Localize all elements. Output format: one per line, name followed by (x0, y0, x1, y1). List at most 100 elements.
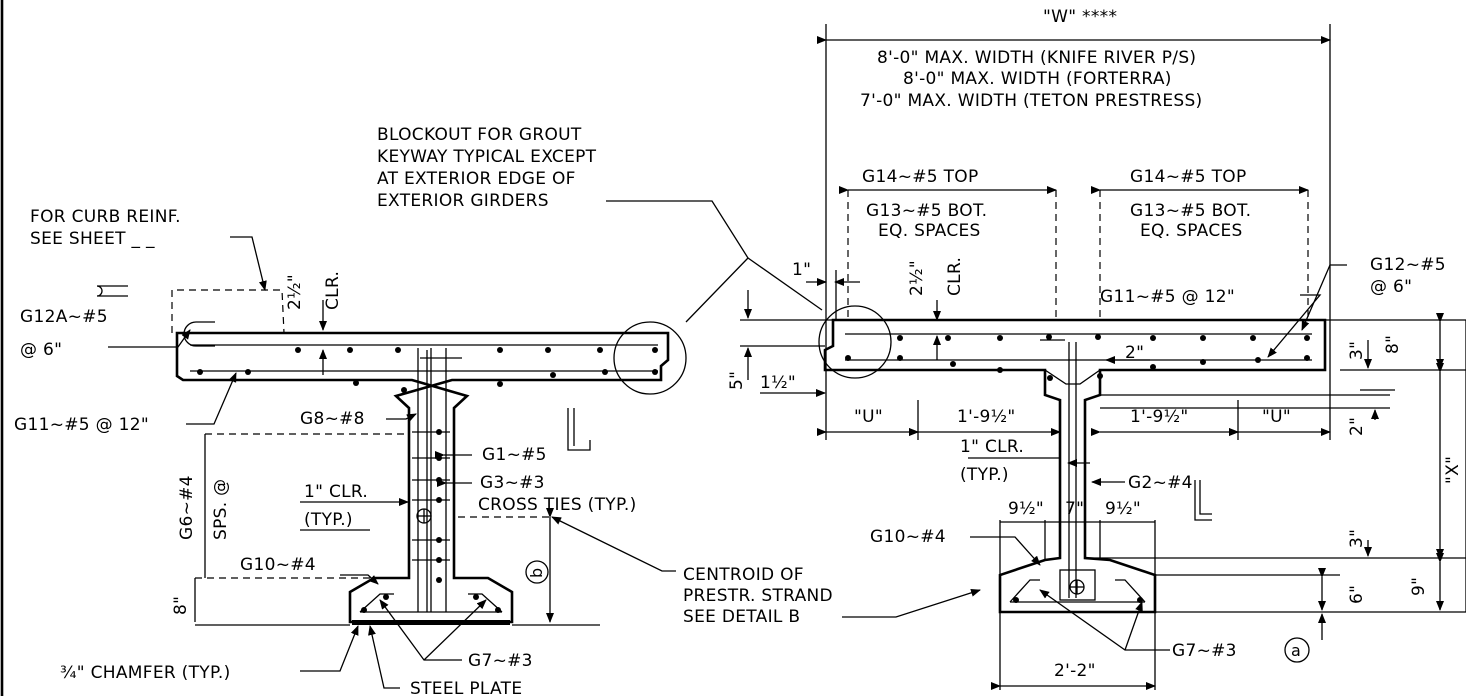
keyway-circle-right (818, 305, 892, 379)
clr-top-num-right: 2½" (907, 260, 927, 296)
left-girder-outline (175, 331, 670, 624)
chamfer-leader (300, 625, 359, 672)
label-a: a (1291, 641, 1301, 660)
clr-label-left: 1" CLR. (304, 482, 368, 502)
web-haunch (1044, 369, 1101, 385)
g14-left-label: G14~#5 TOP (862, 167, 979, 187)
blockout-leader-b (747, 257, 823, 311)
bar-g7-left (359, 593, 394, 613)
g14-right-label: G14~#5 TOP (1130, 167, 1247, 187)
dim-9-label: 9" (1409, 577, 1429, 596)
g10-leader (340, 574, 379, 585)
g11-label-left: G11~#5 @ 12" (14, 415, 149, 435)
curb-outline (171, 289, 285, 334)
steel-plate-label: STEEL PLATE (410, 679, 522, 696)
u-left-label: "U" (854, 407, 883, 427)
chamfer-label: ¾" CHAMFER (TYP.) (60, 663, 231, 683)
label-b: b (527, 568, 546, 578)
g12-label: G12~#5 (1370, 255, 1446, 275)
g11-label-right: G11~#5 @ 12" (1100, 287, 1235, 307)
blockout-note-2: KEYWAY TYPICAL EXCEPT (377, 147, 597, 167)
g12a-label: G12A~#5 (20, 307, 108, 327)
sps-label: SPS. @ (211, 479, 231, 540)
width-forterra: 8'-0" MAX. WIDTH (FORTERRA) (903, 69, 1172, 89)
curb-note-1: FOR CURB REINF. (30, 207, 181, 227)
g7-right-b (1115, 579, 1146, 603)
section-mark-right-icon (1194, 480, 1212, 521)
bar-g7-right (468, 593, 503, 613)
g12-leader (1301, 264, 1347, 331)
g7-leader-b (423, 599, 487, 661)
dim-2-label: 2" (1125, 343, 1144, 363)
width-teton: 7'-0" MAX. WIDTH (TETON PRESTRESS) (860, 91, 1203, 111)
clr-top-label-right: CLR. (945, 257, 965, 296)
dim-3-bot-label: 3" (1347, 529, 1367, 548)
centroid-leader-left (551, 516, 676, 572)
cross-ties-label: CROSS TIES (TYP.) (478, 495, 637, 515)
g13-right-label: G13~#5 BOT. (1130, 201, 1251, 221)
dim-1-5-label: 1½" (760, 373, 796, 393)
w-label: "W" **** (1043, 7, 1117, 27)
g10-label-left: G10~#4 (240, 555, 316, 575)
g13-left-label: G13~#5 BOT. (866, 201, 987, 221)
g2-label: G2~#4 (1128, 473, 1193, 493)
span-left-label: 1'-9½" (957, 407, 1016, 427)
dim-3-top-label: 3" (1347, 341, 1367, 360)
centroid-note-2: PRESTR. STRAND (683, 586, 833, 606)
blockout-note-4: EXTERIOR GIRDERS (377, 191, 549, 211)
label-a-circle (1284, 637, 1310, 663)
g12a-leader (108, 329, 191, 348)
curb-note-2: SEE SHEET _ _ (30, 229, 155, 249)
web-width-label: 7" (1065, 499, 1084, 519)
keyway-circle-left (613, 321, 687, 395)
g8-leader (386, 413, 417, 422)
left-girder-section (96, 236, 687, 689)
g7-leader-a (379, 599, 462, 661)
g12-spacing: @ 6" (1370, 277, 1412, 297)
eq-left-label: EQ. SPACES (878, 221, 981, 241)
clr-top-num: 2½" (285, 274, 305, 310)
right-girder-outline (823, 318, 1327, 614)
dim-2-side-label: 2" (1347, 417, 1367, 436)
clr-label-right: 1" CLR. (960, 437, 1024, 457)
right-girder-section (740, 24, 1466, 690)
g6-label: G6~#4 (177, 475, 197, 540)
blockout-note-3: AT EXTERIOR EDGE OF (377, 169, 576, 189)
centroid-note-1: CENTROID OF (683, 565, 804, 585)
g10-leader-right (970, 536, 1041, 566)
g7-right-a (1009, 579, 1040, 603)
section-mark-icon (567, 408, 591, 451)
dim-1-label: 1" (792, 260, 811, 280)
left-rebar-dots (197, 347, 658, 613)
blockout-leader-a (606, 200, 749, 323)
steel-plate (352, 620, 510, 625)
dim-8-left: 8" (171, 596, 191, 615)
flange-b-label: 9½" (1105, 499, 1141, 519)
g3-label: G3~#3 (480, 473, 545, 493)
x-label: "X" (1443, 456, 1463, 484)
u-right-label: "U" (1262, 407, 1291, 427)
g8-label: G8~#8 (300, 409, 365, 429)
label-b-circle (525, 560, 549, 584)
dim-5-label: 5" (727, 371, 747, 390)
section-mark-right-icon (1199, 480, 1212, 515)
width-knife-river: 8'-0" MAX. WIDTH (KNIFE RIVER P/S) (877, 48, 1196, 68)
span-right-label: 1'-9½" (1130, 407, 1189, 427)
typ-label-right: (TYP.) (960, 465, 1009, 485)
g7-leader-right-b (1124, 601, 1143, 651)
g12a-spacing: @ 6" (20, 340, 62, 360)
blockout-note-1: BLOCKOUT FOR GROUT (377, 125, 582, 145)
g7-label-left: G7~#3 (468, 651, 533, 671)
dim-8-right-label: 8" (1383, 335, 1403, 354)
g10-label-right: G10~#4 (870, 527, 946, 547)
centroid-box (1059, 569, 1096, 601)
centroid-note-3: SEE DETAIL B (683, 607, 800, 627)
flange-a-label: 9½" (1008, 499, 1044, 519)
g1-label: G1~#5 (482, 445, 547, 465)
g11-leader-right (1267, 294, 1322, 358)
centroid-symbol-left (416, 508, 432, 524)
clr-top-label: CLR. (323, 271, 343, 310)
plate-leader (368, 625, 400, 689)
hook-icon (96, 285, 128, 297)
